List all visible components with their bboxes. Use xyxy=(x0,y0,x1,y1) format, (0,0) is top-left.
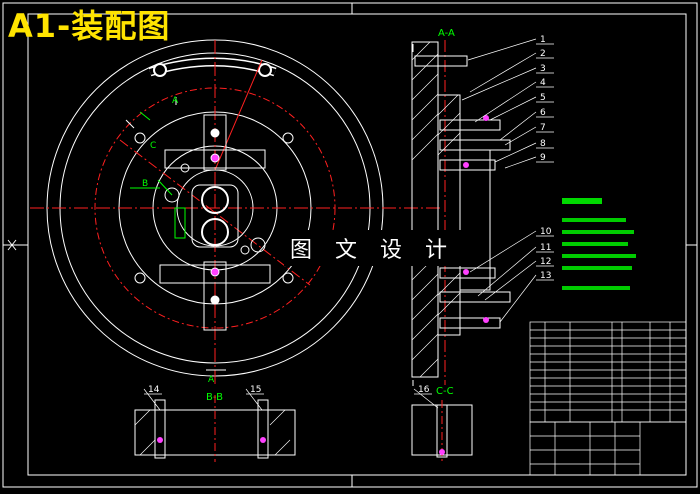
mark-c: C xyxy=(150,141,156,151)
diagonal-leader xyxy=(214,59,263,171)
clamp-arm-bottom xyxy=(159,261,271,331)
main-plan-view: A A C B xyxy=(30,39,440,385)
mark-a-top: A xyxy=(172,96,179,106)
part-leader-line xyxy=(469,230,537,273)
slot-bolt-left xyxy=(153,63,167,77)
part-number-1: 1 xyxy=(540,35,546,45)
hatch-base xyxy=(411,41,439,378)
zone-ticks xyxy=(3,3,697,487)
part-number-11: 11 xyxy=(540,243,551,253)
bb-pin-right xyxy=(257,399,269,459)
part-number-7: 7 xyxy=(540,123,546,133)
section-markers xyxy=(125,97,226,371)
part-leader-line xyxy=(469,52,537,93)
part-number-14: 14 xyxy=(148,385,160,395)
part-number-8: 8 xyxy=(540,139,546,149)
part-leader-line xyxy=(245,388,263,411)
hatch-clamp xyxy=(437,94,461,316)
part-number-2: 2 xyxy=(540,49,546,59)
clamp-arm-top xyxy=(164,114,266,171)
bb-pin-left xyxy=(154,399,166,459)
part-leader-line xyxy=(504,126,537,146)
green-annotations xyxy=(130,111,186,239)
section-bb-view: B-B xyxy=(134,392,296,462)
slot-bolt-right xyxy=(258,63,272,77)
bill-of-materials xyxy=(529,321,687,423)
part-number-5: 5 xyxy=(540,93,546,103)
part-leader-line xyxy=(461,67,537,101)
part-number-6: 6 xyxy=(540,108,546,118)
part-leader-line xyxy=(477,246,537,297)
part-leader-line xyxy=(143,388,161,411)
mark-a-bottom: A xyxy=(208,375,215,385)
part-leader-line xyxy=(494,142,537,163)
bolt-assemblies xyxy=(439,119,511,329)
part-number-9: 9 xyxy=(540,153,546,163)
section-cc-view: C-C xyxy=(411,386,473,462)
diagonal-center-line xyxy=(119,139,311,286)
part-number-16: 16 xyxy=(418,385,430,395)
section-aa-label: A-A xyxy=(438,28,455,39)
mark-b: B xyxy=(142,179,148,189)
section-aa-view: A-A xyxy=(411,28,511,386)
part-number-3: 3 xyxy=(540,64,546,74)
part-leader-line xyxy=(484,260,537,301)
watermark-text: 图 文 设 计 xyxy=(284,230,461,266)
part-number-12: 12 xyxy=(540,257,551,267)
part-number-15: 15 xyxy=(250,385,261,395)
part-number-10: 10 xyxy=(540,227,552,237)
workpiece-body xyxy=(191,184,239,248)
part-leader-line xyxy=(499,111,537,141)
part-number-13: 13 xyxy=(540,271,551,281)
bb-hatch xyxy=(134,409,291,456)
title-block xyxy=(529,421,687,476)
top-bolt xyxy=(414,55,468,67)
pink-fasteners xyxy=(463,115,489,323)
part-leader-line xyxy=(499,274,537,323)
workpiece-hole-top xyxy=(201,186,229,214)
section-cc-label: C-C xyxy=(436,386,454,397)
part-leader-line xyxy=(474,81,537,123)
technical-notes xyxy=(562,198,636,290)
drawing-title: A1-装配图 xyxy=(8,7,171,45)
clamp-body-section xyxy=(437,94,461,336)
part-leader-line xyxy=(504,156,537,169)
part-leader-line xyxy=(467,38,537,61)
part-number-4: 4 xyxy=(540,78,546,88)
workpiece-hole-bottom xyxy=(201,218,229,246)
part-leader-line xyxy=(489,96,537,121)
